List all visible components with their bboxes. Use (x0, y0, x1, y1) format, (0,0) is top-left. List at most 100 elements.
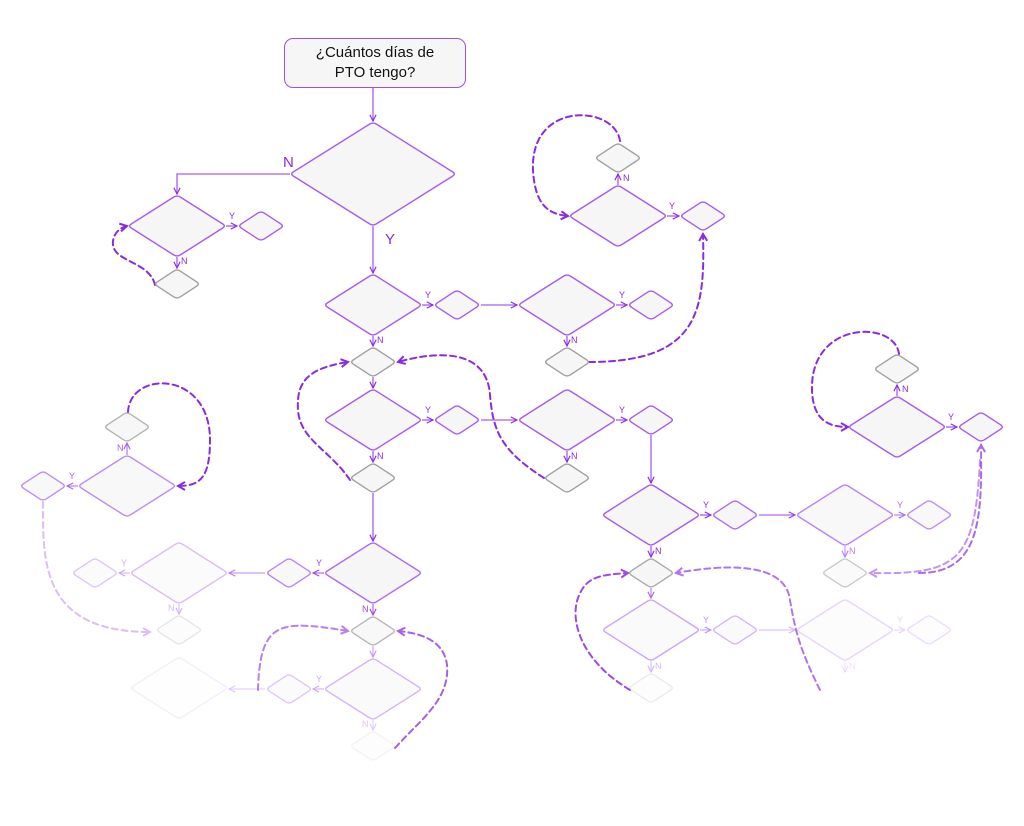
flow-edge: N (373, 335, 384, 346)
decision-node[interactable] (519, 389, 615, 451)
flow-edge: N (845, 661, 856, 672)
no-label: N (902, 384, 909, 394)
loop-node[interactable] (105, 412, 149, 442)
loop-node[interactable] (629, 673, 673, 703)
yes-label: Y (669, 201, 675, 211)
flow-edge: Y (422, 405, 433, 420)
yes-label: Y (69, 471, 75, 481)
loop-connectors (41, 114, 986, 749)
loop-node[interactable] (596, 143, 640, 173)
yes-label: Y (897, 615, 903, 625)
flow-edge: Y (422, 290, 433, 305)
loop-back-connector (127, 382, 212, 491)
flow-edge: N (168, 603, 179, 614)
loop-back-connector (918, 442, 986, 574)
decision-node[interactable] (629, 405, 673, 435)
no-label: N (571, 335, 578, 345)
decision-node[interactable] (713, 500, 757, 530)
yes-label: Y (948, 412, 954, 422)
decision-node[interactable] (435, 405, 479, 435)
loop-back-connector (396, 354, 545, 479)
yes-label: Y (425, 290, 431, 300)
no-label: N (849, 546, 856, 556)
flow-edge: N (177, 154, 294, 194)
no-label: N (571, 451, 578, 461)
decision-node[interactable] (131, 657, 227, 719)
flow-edge: N (651, 661, 662, 672)
loop-node[interactable] (629, 558, 673, 588)
yes-label: Y (316, 674, 322, 684)
decision-node[interactable] (907, 615, 951, 645)
loop-node[interactable] (157, 615, 201, 645)
no-label: N (362, 604, 369, 614)
loop-node[interactable] (351, 463, 395, 493)
decision-node[interactable] (629, 290, 673, 320)
decision-node[interactable] (681, 201, 725, 231)
decision-node[interactable] (325, 389, 421, 451)
decision-node[interactable] (239, 211, 283, 241)
flow-edge: N (897, 384, 909, 396)
decision-node[interactable] (325, 542, 421, 604)
decision-node[interactable] (797, 484, 893, 546)
loop-node[interactable] (351, 731, 395, 761)
decision-node[interactable] (325, 274, 421, 336)
decision-node[interactable] (267, 558, 311, 588)
no-label: N (655, 661, 662, 671)
decision-node[interactable] (849, 396, 945, 458)
loop-node[interactable] (351, 616, 395, 646)
decision-node[interactable] (435, 290, 479, 320)
loop-node[interactable] (155, 269, 199, 299)
flow-edge: Y (894, 615, 905, 630)
flow-edge: Y (226, 211, 237, 226)
decision-node[interactable] (325, 658, 421, 720)
start-node[interactable]: ¿Cuántos días de PTO tengo? (284, 38, 466, 88)
decision-node[interactable] (519, 274, 615, 336)
flow-edge: Y (119, 558, 130, 573)
no-label: N (849, 661, 856, 671)
decision-node[interactable] (129, 195, 225, 257)
flow-edge: Y (373, 226, 395, 273)
flow-edge: Y (667, 201, 679, 216)
yes-label: Y (897, 500, 903, 510)
yes-label: Y (619, 290, 625, 300)
no-label: N (283, 154, 294, 171)
flow-edge: N (362, 604, 373, 615)
decision-node[interactable] (73, 558, 117, 588)
decision-node[interactable] (21, 471, 65, 501)
yes-label: Y (703, 500, 709, 510)
start-node-line-2: PTO tengo? (334, 64, 416, 81)
flow-edge: Y (946, 412, 957, 427)
loop-node[interactable] (875, 354, 919, 384)
yes-label: Y (121, 558, 127, 568)
decision-node[interactable] (131, 542, 227, 604)
decision-node[interactable] (603, 599, 699, 661)
decision-node[interactable] (79, 455, 175, 517)
loop-back-connector (531, 114, 621, 221)
decision-node[interactable] (267, 674, 311, 704)
decision-node[interactable] (603, 484, 699, 546)
loop-node[interactable] (545, 463, 589, 493)
decision-node[interactable] (570, 185, 666, 247)
loop-back-connector (867, 459, 981, 579)
flow-edge: Y (616, 405, 627, 420)
start-node-line-1: ¿Cuántos días de (315, 44, 435, 61)
decision-node[interactable] (907, 500, 951, 530)
loop-node[interactable] (545, 347, 589, 377)
yes-label: Y (385, 231, 395, 248)
loop-back-connector (810, 330, 900, 432)
flow-edge: N (362, 719, 373, 730)
flow-edge: Y (700, 615, 711, 630)
decision-node[interactable] (797, 599, 893, 661)
loop-back-connector (394, 626, 449, 749)
flow-edge: Y (700, 500, 711, 515)
yes-label: Y (619, 405, 625, 415)
decision-node[interactable] (713, 615, 757, 645)
decision-node[interactable] (291, 122, 455, 226)
flow-edge: N (618, 173, 630, 185)
loop-node[interactable] (351, 347, 395, 377)
decision-node[interactable] (959, 412, 1003, 442)
flow-edge: Y (313, 558, 324, 573)
flow-edge: Y (616, 290, 627, 305)
loop-node[interactable] (823, 558, 867, 588)
